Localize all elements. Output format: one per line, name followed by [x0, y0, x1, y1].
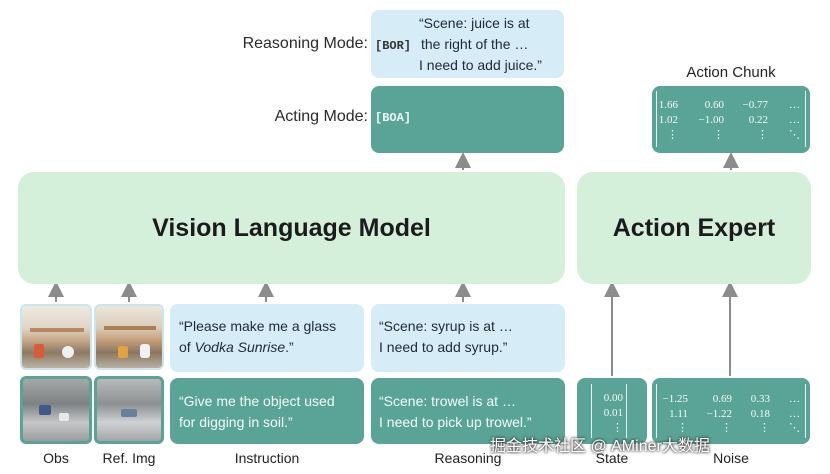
noise-cell: 0.69: [712, 393, 732, 405]
action-chunk-cell: ⋮: [713, 129, 724, 141]
reasoning-output-box: [BOR] “Scene: juice is at the right of t…: [371, 10, 564, 78]
noise-cell: 0.33: [750, 393, 770, 405]
boa-token: [BOA]: [375, 111, 412, 125]
action-chunk-box: 1.66 0.60 −0.77 … 1.02 −1.00 0.22 … ⋮ ⋮ …: [652, 86, 810, 153]
instruction-light-line-1: “Please make me a glass: [179, 318, 337, 334]
action-chunk-cell: −1.00: [698, 114, 724, 126]
obs-image-bottom: [20, 376, 92, 444]
action-chunk-cell: 0.22: [748, 114, 768, 126]
action-chunk-cell: …: [789, 99, 800, 111]
action-chunk-title: Action Chunk: [686, 64, 776, 81]
watermark: 掘金技术社区 @ AMiner大数据: [490, 438, 710, 455]
reasoning-output-line-3: I need to add juice.”: [419, 57, 542, 73]
noise-cell: 1.11: [669, 408, 688, 420]
noise-cell: −1.22: [706, 408, 732, 420]
state-box: 0.00 0.01 ⋮: [577, 378, 647, 444]
state-cell: 0.01: [603, 407, 623, 419]
instruction-label: Instruction: [234, 450, 300, 466]
acting-mode-label: Acting Mode:: [274, 108, 368, 125]
obs-image-top: [20, 304, 92, 370]
reasoning-output-line-1: “Scene: juice is at: [419, 15, 530, 31]
action-expert-title: Action Expert: [612, 213, 776, 242]
noise-cell: …: [789, 393, 800, 405]
vodka-sunrise-text: Vodka Sunrise: [194, 339, 286, 355]
ref-image-top: [94, 304, 164, 370]
ref-img-label: Ref. Img: [102, 450, 156, 466]
ref-image-bottom: [94, 376, 164, 444]
noise-matrix-bracket: [656, 384, 806, 438]
reasoning-mode-label: Reasoning Mode:: [242, 35, 368, 52]
state-label: State: [595, 450, 629, 466]
noise-cell: ⋮: [721, 422, 732, 434]
instruction-light-line-2: of Vodka Sunrise.”: [179, 339, 294, 355]
vision-language-model-block: Vision Language Model: [18, 172, 565, 284]
action-chunk-cell: 1.02: [658, 114, 678, 126]
action-chunk-matrix-bracket: [656, 91, 806, 147]
reasoning-light-line-2: I need to add syrup.”: [379, 339, 508, 355]
noise-cell: …: [789, 408, 800, 420]
state-cell: 0.00: [603, 392, 623, 404]
reasoning-dark-line-1: “Scene: trowel is at …: [379, 393, 516, 409]
noise-cell: 0.18: [750, 408, 770, 420]
noise-cell: ⋮: [677, 422, 688, 434]
action-chunk-cell: −0.77: [742, 99, 768, 111]
reasoning-input-box-dark: “Scene: trowel is at … I need to pick up…: [371, 378, 565, 444]
action-chunk-cells: 1.66 0.60 −0.77 … 1.02 −1.00 0.22 … ⋮ ⋮ …: [652, 86, 810, 153]
state-cell: ⋮: [612, 422, 623, 434]
noise-cell: ⋮: [759, 422, 770, 434]
action-chunk-cell: ⋱: [789, 129, 800, 141]
noise-label: Noise: [713, 450, 749, 466]
reasoning-label: Reasoning: [434, 450, 502, 466]
state-matrix-bracket: [591, 384, 627, 438]
reasoning-input-box-light: “Scene: syrup is at … I need to add syru…: [371, 304, 565, 372]
noise-cell: ⋱: [789, 422, 800, 434]
reasoning-light-line-1: “Scene: syrup is at …: [379, 318, 513, 334]
action-chunk-cell: ⋮: [667, 129, 678, 141]
bor-token: [BOR]: [375, 39, 412, 53]
noise-cell: −1.25: [662, 393, 688, 405]
action-expert-block: Action Expert: [577, 172, 811, 284]
action-chunk-cell: 0.60: [704, 99, 724, 111]
acting-output-box: [BOA]: [371, 86, 564, 153]
instruction-dark-line-1: “Give me the object used: [179, 393, 335, 409]
reasoning-dark-line-2: I need to pick up trowel.”: [379, 414, 532, 430]
obs-label: Obs: [43, 450, 69, 466]
action-chunk-cell: ⋮: [757, 129, 768, 141]
action-chunk-cell: 1.66: [658, 99, 678, 111]
action-chunk-cell: …: [789, 114, 800, 126]
instruction-dark-line-2: for digging in soil.”: [179, 414, 293, 430]
noise-box: −1.25 0.69 0.33 … 1.11 −1.22 0.18 … ⋮ ⋮ …: [652, 378, 810, 444]
instruction-box-light: “Please make me a glass of Vodka Sunrise…: [170, 304, 364, 372]
instruction-box-dark: “Give me the object used for digging in …: [170, 378, 364, 444]
vlm-title: Vision Language Model: [152, 213, 431, 242]
reasoning-output-line-2: the right of the …: [421, 36, 529, 52]
